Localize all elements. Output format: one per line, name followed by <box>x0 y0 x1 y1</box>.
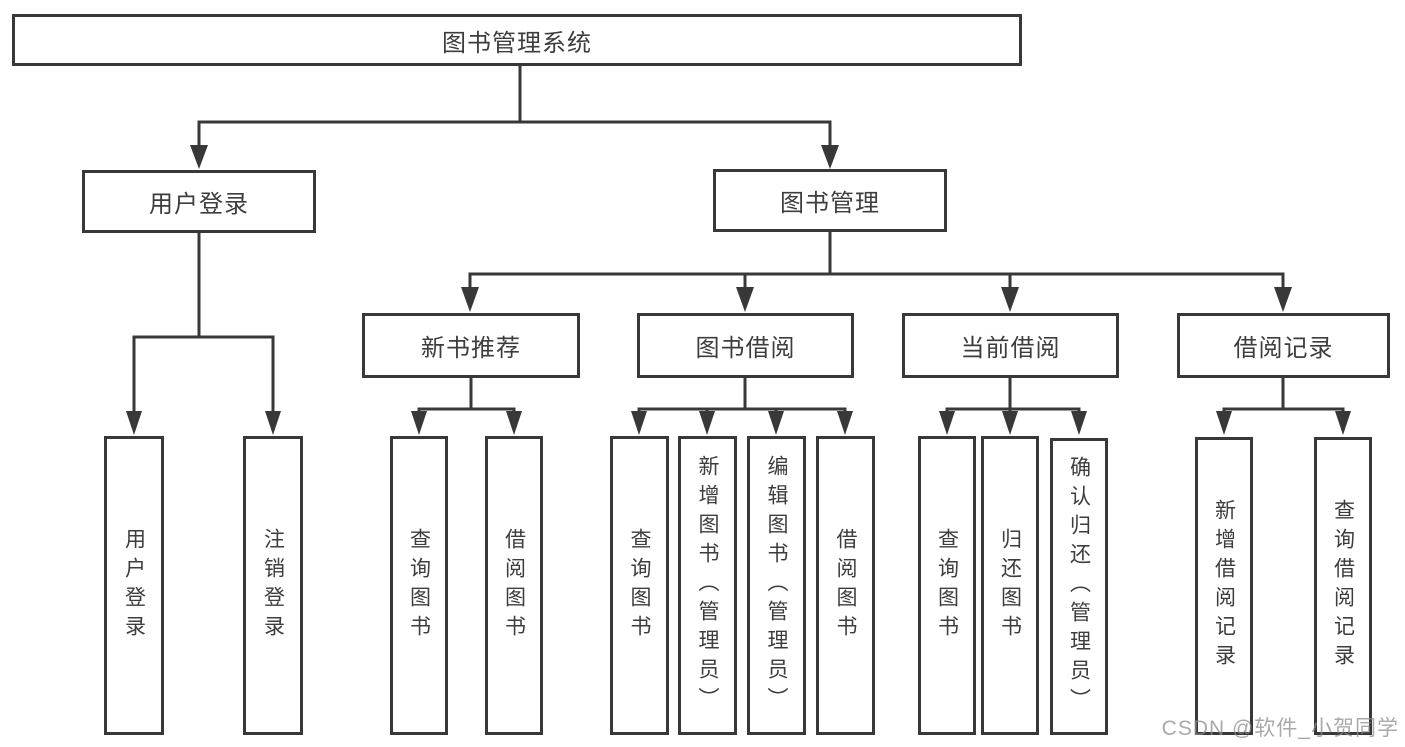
arrowhead-to-borrow <box>736 287 754 312</box>
arrowhead-leaf-confirm-return <box>1071 411 1087 435</box>
node-leaf-edit-books-admin: 编辑图书（管理员） <box>747 436 806 735</box>
node-label: 用户登录 <box>149 191 249 218</box>
node-book-borrowing: 图书借阅 <box>637 313 854 378</box>
node-label: 当前借阅 <box>960 335 1061 362</box>
arrowhead-to-current <box>1001 287 1019 312</box>
csdn-watermark: CSDN @软件_小贺同学 <box>1161 717 1399 740</box>
node-label: 编辑图书（管理员） <box>765 455 788 716</box>
arrowhead-to-bookmgmt <box>821 145 839 169</box>
node-label: 确认归还（管理员） <box>1067 456 1091 717</box>
node-leaf-confirm-return-admin: 确认归还（管理员） <box>1050 438 1108 735</box>
arrowhead-to-newbook <box>461 287 479 312</box>
node-leaf-query-books-current: 查询图书 <box>918 436 976 735</box>
node-leaf-query-borrow-record: 查询借阅记录 <box>1314 437 1372 735</box>
connector-bookmgmt-split <box>468 272 1285 288</box>
node-leaf-query-books-recommend: 查询图书 <box>390 436 448 735</box>
node-new-book-recommend: 新书推荐 <box>362 313 580 378</box>
arrowhead-leaf-query-record <box>1335 411 1351 435</box>
node-label: 用户登录 <box>122 527 146 644</box>
connector-level1-split <box>197 120 832 146</box>
connector-borrow-split <box>637 407 847 412</box>
node-borrowing-records: 借阅记录 <box>1177 313 1390 378</box>
node-leaf-return-books: 归还图书 <box>981 436 1039 735</box>
node-leaf-query-books-borrowing: 查询图书 <box>610 436 669 735</box>
node-label: 借阅图书 <box>502 527 526 644</box>
node-label: 借阅记录 <box>1233 335 1334 362</box>
node-label: 归还图书 <box>998 527 1022 644</box>
node-label: 新书推荐 <box>421 335 521 362</box>
node-leaf-logout: 注销登录 <box>243 436 303 735</box>
node-label: 查询图书 <box>407 527 431 644</box>
arrowhead-leaf-query-1 <box>411 411 427 435</box>
node-label: 图书管理系统 <box>442 29 592 57</box>
arrowhead-leaf-query-3 <box>939 411 955 435</box>
node-label: 查询图书 <box>628 527 651 644</box>
connector-userlogin-split <box>132 335 275 412</box>
arrowhead-leaf-return <box>1002 411 1018 435</box>
node-label: 图书借阅 <box>695 335 796 362</box>
arrowhead-to-userlogin <box>190 145 208 169</box>
node-label: 新增图书（管理员） <box>696 455 719 716</box>
connector-newbook-split <box>417 407 516 412</box>
arrowhead-leaf-edit-book <box>768 411 784 435</box>
node-label: 查询图书 <box>935 527 959 644</box>
connector-current-split <box>945 407 1081 412</box>
node-label: 新增借阅记录 <box>1212 499 1236 673</box>
arrowhead-leaf-borrow-1 <box>506 411 522 435</box>
node-leaf-borrow-books-borrowing: 借阅图书 <box>816 436 875 735</box>
arrowhead-leaf-logout <box>265 411 281 435</box>
arrowhead-to-records <box>1274 287 1292 312</box>
node-label: 查询借阅记录 <box>1331 499 1355 673</box>
arrowhead-leaf-add-book <box>699 411 715 435</box>
node-label: 图书管理 <box>780 190 880 217</box>
node-book-management-branch: 图书管理 <box>713 169 947 232</box>
node-leaf-borrow-books-recommend: 借阅图书 <box>485 436 543 735</box>
node-label: 注销登录 <box>261 527 285 644</box>
node-leaf-add-borrow-record: 新增借阅记录 <box>1195 437 1253 735</box>
node-label: 借阅图书 <box>834 527 857 644</box>
arrowhead-leaf-user-login <box>126 411 142 435</box>
node-leaf-user-login: 用户登录 <box>104 436 164 735</box>
node-library-management-system: 图书管理系统 <box>12 14 1022 66</box>
node-user-login-branch: 用户登录 <box>82 170 316 233</box>
arrowhead-leaf-add-record <box>1216 411 1232 435</box>
node-current-borrowing: 当前借阅 <box>902 313 1119 378</box>
connector-records-split <box>1222 407 1345 412</box>
arrowhead-leaf-query-2 <box>631 411 647 435</box>
arrowhead-leaf-borrow-2 <box>837 411 853 435</box>
node-leaf-add-books-admin: 新增图书（管理员） <box>678 436 737 735</box>
